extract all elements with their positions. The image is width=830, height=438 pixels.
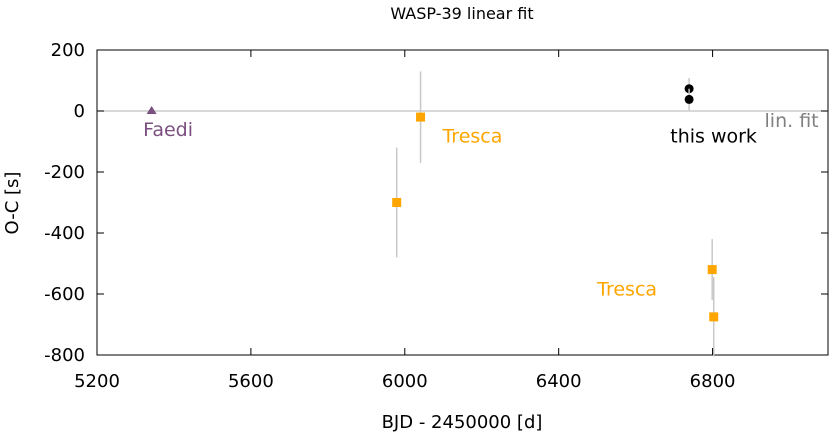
- y-tick-label: -200: [44, 162, 85, 183]
- data-point-square: [392, 198, 402, 207]
- x-tick-label: 6400: [536, 371, 582, 392]
- data-point-square: [709, 312, 719, 322]
- x-tick-label: 6000: [382, 371, 428, 392]
- y-tick-label: -600: [44, 284, 85, 305]
- x-tick-label: 5600: [228, 371, 274, 392]
- chart-title: WASP-39 linear fit: [390, 4, 533, 23]
- x-tick-label: 6800: [690, 371, 736, 392]
- data-point-square: [416, 112, 426, 122]
- annotation-label: lin. fit: [765, 110, 819, 132]
- plot-frame: [96, 49, 829, 356]
- plot-border: [96, 49, 829, 356]
- y-tick-label: 0: [74, 101, 85, 122]
- data-marks: [146, 71, 719, 357]
- y-tick-label: -800: [44, 345, 85, 366]
- y-tick-label: -400: [44, 223, 85, 244]
- y-tick-label: 200: [51, 40, 85, 61]
- y-axis-label: O-C [s]: [2, 172, 23, 235]
- data-point-circle: [684, 94, 694, 104]
- data-point-triangle: [146, 106, 157, 114]
- annotation-label: Tresca: [441, 125, 502, 147]
- x-axis-label: BJD - 2450000 [d]: [382, 412, 543, 433]
- x-tick-label: 5200: [74, 371, 120, 392]
- axis-ticks: 5200 5600 6000 6400 6800 200 0 -200 -400 -600 -800: [44, 40, 828, 392]
- annotation-label: Faedi: [143, 119, 193, 141]
- data-point-square: [707, 265, 717, 275]
- annotation-label: Tresca: [596, 279, 657, 301]
- annotation-label: this work: [670, 125, 757, 147]
